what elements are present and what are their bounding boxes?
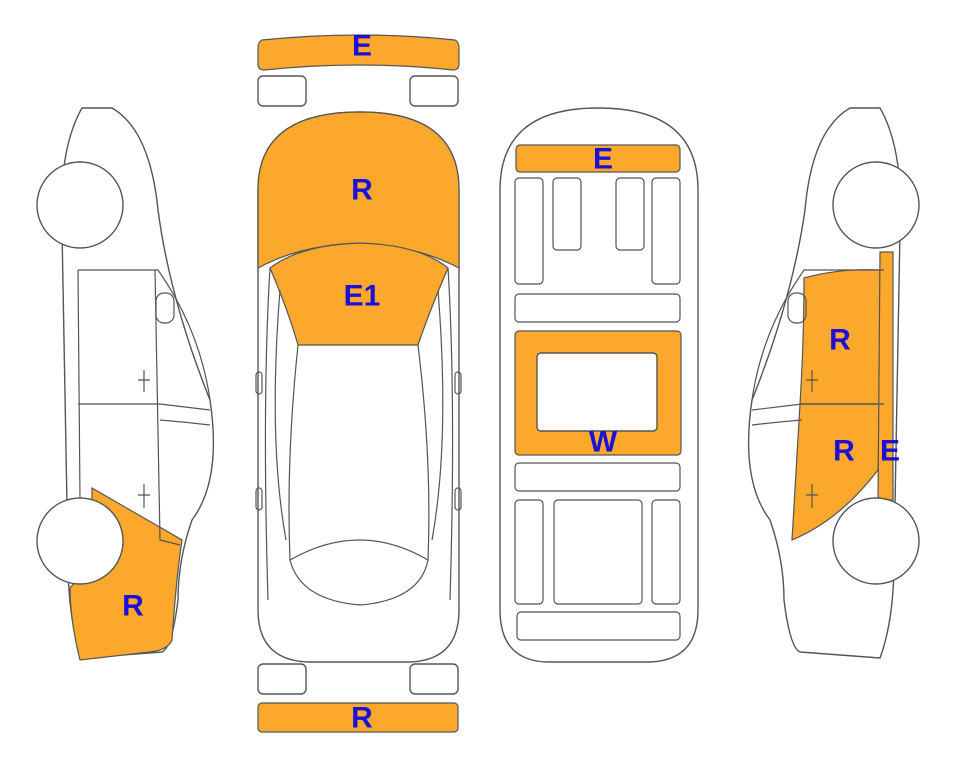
hood-label: R [351, 174, 373, 207]
top-view: E R E1 R [255, 30, 462, 735]
roof-front-label: E [593, 143, 613, 176]
right-front-door-label: R [829, 324, 851, 357]
front-right-tire [409, 75, 459, 107]
rear-right-tire [409, 663, 459, 695]
front-bumper-label: E [352, 30, 372, 63]
rear-left-tire [257, 663, 307, 695]
left-rear-wheel [36, 497, 124, 585]
right-rear-door-damage[interactable] [791, 403, 881, 541]
left-side-view: R [36, 107, 215, 661]
roof-front-damage[interactable] [515, 144, 681, 173]
left-rear-quarter-label: R [122, 590, 144, 623]
right-rear-wheel [832, 497, 920, 585]
rear-bumper-label: R [351, 702, 373, 735]
left-front-wheel [36, 161, 124, 249]
roof-view: E W [499, 107, 699, 663]
right-rear-door-label: R [833, 435, 855, 468]
front-left-tire [257, 75, 307, 107]
right-pillar-damage[interactable] [877, 251, 894, 501]
right-side-view: R R E [747, 107, 920, 659]
windshield-label: E1 [344, 280, 381, 313]
front-bumper-damage[interactable] [257, 34, 460, 71]
roof-middle-label: W [589, 426, 618, 459]
right-pillar-label: E [880, 435, 900, 468]
right-front-wheel [832, 161, 920, 249]
rear-bumper-damage[interactable] [257, 702, 459, 733]
